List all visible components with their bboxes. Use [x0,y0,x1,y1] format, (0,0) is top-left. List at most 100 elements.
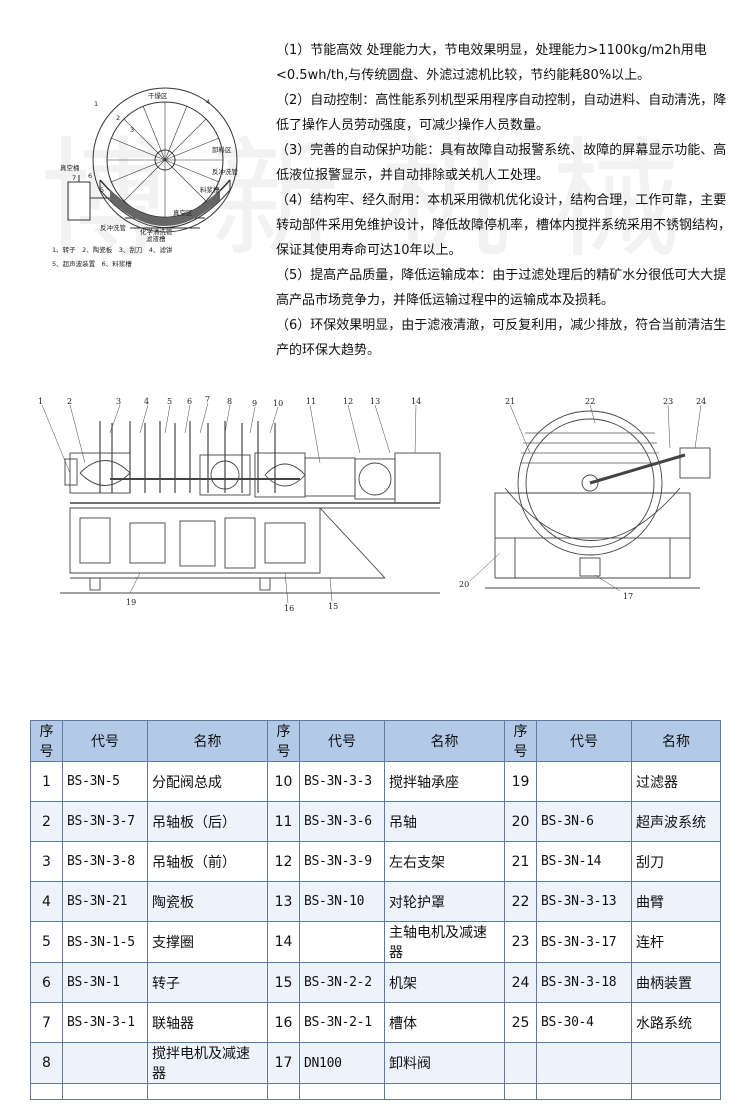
cell-index: 16 [267,1002,300,1043]
cell-name: 水路系统 [631,1002,721,1043]
feature-item: （6）环保效果明显，由于滤液清澈，可反复利用，减少排放，符合当前清洁生产的环保大… [276,318,727,358]
feature-list: （1）节能高效 处理能力大，节电效果明显，处理能力>1100kg/m2h用电<0… [276,38,736,363]
cell-code: BS-3N-3-7 [62,801,148,842]
cell-index: 14 [267,921,300,963]
label-vacuum-zone: 真空区 [173,208,193,217]
label-chem-pipe: 化学清洗管 [140,227,173,236]
side-view-drawing: 21 22 23 24 20 17 [459,397,711,601]
callout-15: 15 [328,602,338,611]
feature-item: （5）提高产品质量，降低运输成本：由于过滤处理后的精矿水分很低可大大提高产品市场… [276,268,727,308]
cell-code: BS-3N-21 [62,881,148,922]
callout-6: 6 [187,397,192,406]
callout-20: 20 [459,580,469,589]
header-code: 代号 [299,720,385,762]
cell-code: BS-3N-2-2 [299,962,385,1003]
cell-index [267,1083,300,1100]
cell-index: 10 [267,761,300,802]
label-backwash-pipe: 反冲洗管 [100,223,127,232]
cell-code: BS-3N-1 [62,962,148,1003]
table-row [30,1083,721,1100]
header-code: 代号 [536,720,632,762]
cell-name: 主轴电机及减速器 [384,921,505,963]
header-index: 序号 [267,720,300,762]
callout-10: 10 [273,399,283,408]
principle-legend-line2: 5、超声波装置 6、料浆槽 [52,259,132,268]
label-backwash-zone: 反冲洗管 [212,167,239,176]
num-7: 7 [72,174,76,182]
cell-name: 分配阀总成 [147,761,268,802]
cell-code: BS-3N-3-13 [536,881,632,922]
cell-index: 7 [30,1002,63,1043]
cell-name: 超声波系统 [631,801,721,842]
cell-index [504,1083,537,1100]
cell-index: 5 [30,921,63,963]
cell-name: 卸料阀 [384,1042,505,1084]
header-name: 名称 [147,720,268,762]
callout-21: 21 [505,397,515,406]
num-6: 6 [88,172,92,180]
cell-code [62,1083,148,1100]
cell-name: 左右支架 [384,841,505,882]
num-1: 1 [94,100,98,108]
cell-index: 1 [30,761,63,802]
callout-3: 3 [116,397,121,406]
cell-index [504,1042,537,1084]
num-5: 5 [100,186,104,194]
cell-index: 2 [30,801,63,842]
cell-name: 过滤器 [631,761,721,802]
feature-item: （1）节能高效 处理能力大，节电效果明显，处理能力>1100kg/m2h用电<0… [276,43,707,83]
cell-code: BS-3N-3-1 [62,1002,148,1043]
cell-code: BS-3N-14 [536,841,632,882]
callout-5: 5 [167,397,172,406]
callout-14: 14 [411,397,421,406]
label-vacuum-barrel: 真空桶 [60,163,80,172]
cell-index: 23 [504,921,537,963]
principle-legend-line1: 1、转子 2、陶瓷板 3、刮刀 4、滤饼 [52,245,173,254]
cell-name [384,1083,505,1100]
callout-11: 11 [306,397,316,406]
callout-8: 8 [227,397,232,406]
header-code: 代号 [62,720,148,762]
num-2: 2 [116,114,120,122]
cell-code: BS-3N-5 [62,761,148,802]
cell-name: 联轴器 [147,1002,268,1043]
cell-code [299,1083,385,1100]
cell-code: BS-3N-3-3 [299,761,385,802]
callout-7: 7 [205,395,210,404]
cell-code: DN100 [299,1042,385,1084]
cell-index: 3 [30,841,63,882]
cell-code [299,921,385,963]
num-4: 4 [206,98,210,106]
cell-index [30,1083,63,1100]
cell-code [62,1042,148,1084]
num-3: 3 [130,126,134,134]
cell-code: BS-3N-3-18 [536,962,632,1003]
callout-4: 4 [144,397,149,406]
watermark-top: 博新机械 [40,124,721,276]
feature-item: （3）完善的自动保护功能：具有故障自动报警系统、故障的屏幕显示功能、高低液位报警… [276,143,727,183]
cell-name: 搅拌电机及减速器 [147,1042,268,1084]
header-index: 序号 [30,720,63,762]
label-filtrate-tank: 滤液槽 [146,234,166,243]
cell-name: 对轮护罩 [384,881,505,922]
cell-code [536,1083,632,1100]
cell-name: 支撑圈 [147,921,268,963]
cell-code: BS-3N-1-5 [62,921,148,963]
cell-code: BS-3N-6 [536,801,632,842]
header-name: 名称 [384,720,505,762]
cell-index: 20 [504,801,537,842]
cell-name: 搅拌轴承座 [384,761,505,802]
callout-22: 22 [585,397,595,406]
cell-code: BS-3N-3-6 [299,801,385,842]
cell-name: 吊轴 [384,801,505,842]
cell-name: 曲柄装置 [631,962,721,1003]
cell-code: BS-3N-3-8 [62,841,148,882]
cell-name: 吊轴板（后） [147,801,268,842]
cell-code: BS-3N-3-9 [299,841,385,882]
